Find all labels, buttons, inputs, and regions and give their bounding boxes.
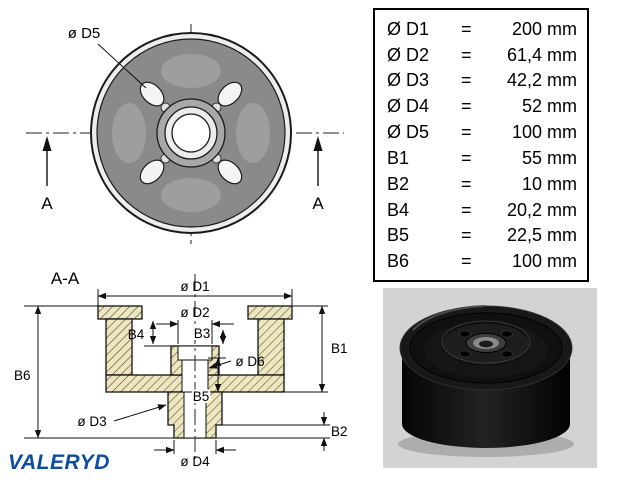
dim-value: 10 mm: [521, 173, 577, 194]
product-photo-svg: [383, 288, 597, 468]
dim-label: B5: [387, 225, 410, 246]
photo-bore-hole: [479, 340, 493, 348]
label-d4: ø D4: [180, 454, 210, 469]
label-b6: B6: [14, 368, 31, 383]
dimension-lines: [24, 289, 330, 454]
label-d3: ø D3: [77, 414, 106, 429]
table-row: B2 = 10 mm: [375, 175, 587, 193]
dimension-labels: ø D1 ø D2 B4 B3 ø D6 B1 B6 B5 B2 ø D3 ø …: [14, 279, 348, 469]
dim-equals: =: [461, 44, 472, 65]
d5-callout: ø D5: [68, 25, 147, 89]
dim-label: Ø D2: [387, 44, 430, 65]
dim-value: 100 mm: [511, 251, 577, 272]
section-view-drawing: A-A: [8, 258, 368, 472]
table-row: B1 = 55 mm: [375, 149, 587, 167]
dim-equals: =: [461, 251, 472, 272]
table-row: B5 = 22,5 mm: [375, 226, 587, 244]
dim-value: 20,2 mm: [506, 199, 577, 220]
drum-hub: [441, 320, 531, 366]
section-cut-marker-right: A: [312, 136, 324, 213]
dim-equals: =: [461, 18, 472, 39]
dim-value: 22,5 mm: [506, 225, 577, 246]
brand-logo: VALERYD: [8, 451, 110, 474]
section-view-svg: A-A: [14, 269, 348, 469]
face-relief: [112, 54, 270, 212]
dim-label: Ø D5: [387, 122, 430, 143]
section-arrow-left: [42, 136, 52, 151]
dim-label: Ø D1: [387, 18, 430, 39]
dim-equals: =: [461, 96, 472, 117]
label-b3: B3: [194, 326, 211, 341]
section-title: A-A: [51, 269, 80, 288]
label-d1: ø D1: [180, 279, 209, 294]
dim-value: 52 mm: [521, 96, 577, 117]
d5-leader-line: [97, 43, 147, 89]
dim-equals: =: [461, 70, 472, 91]
label-b5: B5: [193, 389, 210, 404]
dim-value: 61,4 mm: [506, 44, 577, 65]
section-letter-right: A: [312, 194, 324, 213]
label-d6: ø D6: [235, 354, 264, 369]
dimensions-table: Ø D1 = 200 mm Ø D2 = 61,4 mm Ø D3 = 42,2…: [373, 8, 589, 282]
dim-equals: =: [461, 147, 472, 168]
table-row: Ø D4 = 52 mm: [375, 97, 587, 115]
table-row: B6 = 100 mm: [375, 252, 587, 270]
dim-value: 55 mm: [521, 147, 577, 168]
dim-equals: =: [461, 199, 472, 220]
label-b1: B1: [331, 341, 348, 356]
dim-equals: =: [461, 225, 472, 246]
front-view-svg: ø D5 A A: [26, 24, 344, 244]
table-row: B4 = 20,2 mm: [375, 201, 587, 219]
photo-bolt-holes: [459, 330, 513, 358]
product-photo: [383, 288, 597, 468]
dim-value: 100 mm: [511, 122, 577, 143]
table-row: Ø D1 = 200 mm: [375, 20, 587, 38]
d5-dimension-label: ø D5: [68, 25, 101, 42]
drum-face: [90, 32, 292, 234]
dim-label: Ø D3: [387, 70, 430, 91]
dim-equals: =: [461, 122, 472, 143]
table-row: Ø D3 = 42,2 mm: [375, 71, 587, 89]
dim-label: Ø D4: [387, 96, 430, 117]
section-cut-marker-left: A: [41, 136, 53, 213]
dim-equals: =: [461, 173, 472, 194]
table-row: Ø D5 = 100 mm: [375, 123, 587, 141]
front-view-drawing: ø D5 A A: [20, 8, 350, 248]
label-b2: B2: [331, 424, 348, 439]
hub-bore: [156, 98, 226, 168]
label-d2: ø D2: [180, 305, 209, 320]
section-arrow-right: [313, 136, 323, 151]
bolt-holes: [139, 81, 243, 185]
section-letter-left: A: [41, 194, 53, 213]
dim-label: B1: [387, 147, 410, 168]
dim-label: B6: [387, 251, 410, 272]
dim-value: 42,2 mm: [506, 70, 577, 91]
table-row: Ø D2 = 61,4 mm: [375, 46, 587, 64]
label-b4: B4: [128, 327, 145, 342]
dim-label: B4: [387, 199, 410, 220]
dim-label: B2: [387, 173, 410, 194]
dim-value: 200 mm: [511, 18, 577, 39]
